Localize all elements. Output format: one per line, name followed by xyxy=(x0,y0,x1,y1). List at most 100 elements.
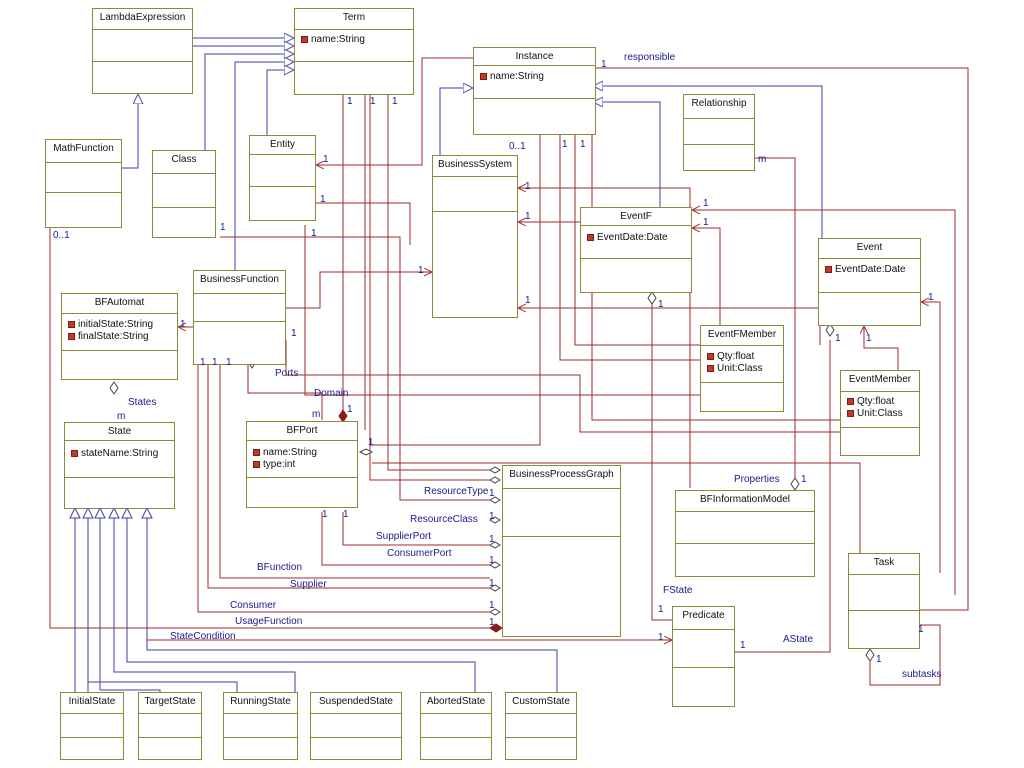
class-lambda-expression[interactable]: LambdaExpression xyxy=(92,8,193,94)
multiplicity-one: 1 xyxy=(320,194,326,205)
multiplicity-one: 1 xyxy=(801,474,807,485)
multiplicity-one: 1 xyxy=(489,511,495,522)
role-label-states: States xyxy=(128,397,157,408)
class-custom-state[interactable]: CustomState xyxy=(505,692,577,760)
class-event-f[interactable]: EventF EventDate:Date xyxy=(580,207,692,293)
class-math-function[interactable]: MathFunction xyxy=(45,139,122,228)
multiplicity-label: 0..1 xyxy=(53,230,70,241)
class-instance[interactable]: Instance name:String xyxy=(473,47,596,135)
class-name: Relationship xyxy=(691,98,747,109)
private-attribute-icon xyxy=(480,73,487,80)
class-initial-state[interactable]: InitialState xyxy=(60,692,124,760)
class-entity[interactable]: Entity xyxy=(249,135,316,221)
private-attribute-icon xyxy=(68,321,75,328)
multiplicity-one: 1 xyxy=(658,604,664,615)
multiplicity-one: 1 xyxy=(489,617,495,628)
class-bf-automat[interactable]: BFAutomat initialState:String finalState… xyxy=(61,293,178,380)
class-name: Term xyxy=(342,12,366,23)
class-event-member[interactable]: EventMember Qty:float Unit:Class xyxy=(840,370,920,456)
multiplicity-label: 0..1 xyxy=(509,141,526,152)
private-attribute-icon xyxy=(301,36,308,43)
class-task[interactable]: Task xyxy=(848,553,920,649)
class-predicate[interactable]: Predicate xyxy=(672,606,735,707)
private-attribute-icon xyxy=(253,461,260,468)
multiplicity-one: 1 xyxy=(322,509,328,520)
attribute-row: Qty:float xyxy=(847,396,894,407)
attribute-row: initialState:String xyxy=(68,319,153,330)
private-attribute-icon xyxy=(847,398,854,405)
class-name: BFInformationModel xyxy=(699,494,791,505)
multiplicity-label: m xyxy=(117,411,126,422)
multiplicity-one: 1 xyxy=(525,211,531,222)
class-name: Instance xyxy=(515,51,554,62)
multiplicity-one: 1 xyxy=(658,299,664,310)
class-name: MathFunction xyxy=(53,143,114,154)
class-aborted-state[interactable]: AbortedState xyxy=(420,692,492,760)
role-label-usage-function: UsageFunction xyxy=(235,616,303,627)
class-business-system[interactable]: BusinessSystem xyxy=(432,155,518,318)
role-label-properties: Properties xyxy=(734,474,780,485)
class-state[interactable]: State stateName:String xyxy=(64,422,175,509)
multiplicity-one: 1 xyxy=(200,357,206,368)
class-event[interactable]: Event EventDate:Date xyxy=(818,238,921,326)
role-label-responsible: responsible xyxy=(624,52,676,63)
class-name: EventF xyxy=(620,211,652,222)
multiplicity-label: m xyxy=(758,154,767,165)
attribute-row: stateName:String xyxy=(71,448,158,459)
role-label-state-condition: StateCondition xyxy=(170,631,236,642)
attribute-row: EventDate:Date xyxy=(587,232,668,243)
private-attribute-icon xyxy=(71,450,78,457)
class-target-state[interactable]: TargetState xyxy=(138,692,202,760)
multiplicity-one: 1 xyxy=(489,488,495,499)
multiplicity-one: 1 xyxy=(918,624,924,635)
class-running-state[interactable]: RunningState xyxy=(223,692,298,760)
private-attribute-icon xyxy=(707,353,714,360)
role-label-consumer: Consumer xyxy=(230,600,277,611)
class-suspended-state[interactable]: SuspendedState xyxy=(310,692,402,760)
multiplicity-one: 1 xyxy=(525,295,531,306)
attribute-row: finalState:String xyxy=(68,331,149,342)
class-bf-port[interactable]: BFPort name:String type:int xyxy=(246,421,358,508)
class-name: Entity xyxy=(269,139,295,150)
class-event-f-member[interactable]: EventFMember Qty:float Unit:Class xyxy=(700,325,784,412)
class-name: EventMember xyxy=(848,374,912,385)
multiplicity-one: 1 xyxy=(489,555,495,566)
multiplicity-one: 1 xyxy=(347,404,353,415)
class-business-process-graph[interactable]: BusinessProcessGraph xyxy=(502,465,621,637)
attribute-row: type:int xyxy=(253,459,295,470)
class-term[interactable]: Term name:String xyxy=(294,8,414,95)
role-label-bfunction: BFunction xyxy=(257,562,303,573)
multiplicity-one: 1 xyxy=(323,154,329,165)
multiplicity-one: 1 xyxy=(928,292,934,303)
class-bf-information-model[interactable]: BFInformationModel xyxy=(675,490,815,577)
class-relationship[interactable]: Relationship xyxy=(683,94,755,171)
class-name: BusinessProcessGraph xyxy=(509,469,614,480)
attribute-row: name:String xyxy=(253,447,317,458)
multiplicity-one: 1 xyxy=(866,333,872,344)
class-name: EventFMember xyxy=(707,329,777,340)
class-business-function[interactable]: BusinessFunction xyxy=(193,270,286,365)
role-label-subtasks: subtasks xyxy=(902,669,942,680)
class-name: State xyxy=(107,426,132,437)
multiplicity-one: 1 xyxy=(580,139,586,150)
multiplicity-one: 1 xyxy=(525,181,531,192)
multiplicity-one: 1 xyxy=(392,96,398,107)
role-label-domain: Domain xyxy=(314,388,349,399)
attribute-row: Qty:float xyxy=(707,351,754,362)
attribute-row: name:String xyxy=(480,71,544,82)
private-attribute-icon xyxy=(825,266,832,273)
multiplicity-one: 1 xyxy=(220,222,226,233)
class-name: LambdaExpression xyxy=(99,12,186,23)
role-label-ports: Ports xyxy=(275,368,299,379)
multiplicity-one: 1 xyxy=(489,578,495,589)
role-label-consumer-port: ConsumerPort xyxy=(387,548,452,559)
private-attribute-icon xyxy=(253,449,260,456)
multiplicity-one: 1 xyxy=(703,217,709,228)
attribute-row: EventDate:Date xyxy=(825,264,906,275)
class-name: Predicate xyxy=(682,610,725,621)
attribute-row: Unit:Class xyxy=(847,408,903,419)
class-class[interactable]: Class xyxy=(152,150,216,238)
class-name: Task xyxy=(873,557,895,568)
class-name: AbortedState xyxy=(426,696,486,707)
